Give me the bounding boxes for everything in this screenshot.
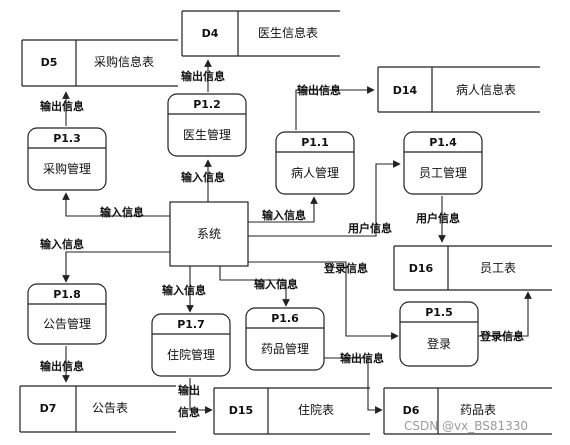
store-name: 采购信息表 (94, 54, 154, 69)
process-p13: P1.3 采购管理 (27, 127, 107, 191)
store-d6: D6 药品表 (383, 387, 552, 435)
label-in-p13: 输入信息 (100, 205, 144, 219)
process-name: 员工管理 (419, 165, 467, 180)
process-name: 登录 (427, 336, 451, 351)
edge-sys-p14 (248, 160, 401, 237)
edge-p11-d14 (295, 86, 375, 130)
store-id: D14 (393, 84, 418, 97)
label-out-d6: 输出信息 (340, 351, 384, 365)
edge-sys-p15 (248, 261, 399, 340)
store-id: D16 (409, 262, 434, 275)
process-id: P1.6 (271, 312, 299, 325)
process-name: 采购管理 (43, 161, 91, 176)
store-name: 公告表 (92, 401, 128, 415)
label-login-out: 登录信息 (323, 261, 368, 275)
label-out-d15-line1: 输出 (178, 383, 200, 397)
edge-p15-d16 (476, 291, 532, 337)
process-name: 病人管理 (291, 165, 339, 180)
store-id: D7 (40, 402, 57, 415)
edge-sys-p11 (248, 196, 318, 223)
label-in-p18: 输入信息 (40, 237, 84, 251)
store-name: 医生信息表 (258, 25, 318, 40)
process-p14: P1.4 员工管理 (403, 131, 483, 195)
label-in-p12: 输入信息 (181, 170, 225, 184)
store-d4: D4 医生信息表 (181, 10, 340, 57)
flow-labels: 输出信息 输出信息 输出信息 输入信息 输入信息 输入信息 用户信息 用户信息 … (40, 69, 524, 419)
process-name: 医生管理 (183, 127, 231, 142)
process-id: P1.3 (53, 132, 81, 145)
store-d5: D5 采购信息表 (21, 39, 178, 87)
edge-sys-p16 (219, 266, 290, 307)
process-id: P1.5 (425, 306, 453, 319)
process-p17: P1.7 住院管理 (151, 313, 231, 377)
store-d14: D14 病人信息表 (377, 66, 540, 113)
flow-edges (62, 59, 532, 414)
store-d15: D15 住院表 (213, 387, 370, 435)
store-id: D4 (202, 27, 219, 40)
label-out-d14: 输出信息 (297, 83, 341, 97)
label-out-d4: 输出信息 (181, 69, 225, 83)
system-node: 系统 (169, 201, 249, 267)
process-id: P1.2 (193, 98, 221, 111)
process-name: 公告管理 (43, 316, 91, 331)
edge-sys-p18 (62, 251, 170, 283)
store-name: 病人信息表 (456, 82, 516, 97)
label-in-p11: 输入信息 (262, 208, 306, 222)
store-d16: D16 员工表 (393, 245, 552, 291)
process-name: 住院管理 (167, 347, 215, 362)
process-id: P1.8 (53, 288, 81, 301)
label-login-in: 登录信息 (479, 329, 524, 343)
label-user-out: 用户信息 (348, 221, 392, 235)
store-name: 住院表 (298, 403, 334, 417)
process-name: 药品管理 (261, 341, 309, 356)
label-out-d5: 输出信息 (40, 99, 84, 113)
label-out-d15-line2: 信息 (178, 405, 200, 419)
store-d7: D7 公告表 (19, 385, 176, 433)
store-id: D15 (229, 404, 253, 417)
process-p16: P1.6 药品管理 (245, 307, 325, 371)
process-p15: P1.5 登录 (399, 301, 479, 367)
process-id: P1.1 (301, 136, 329, 149)
store-id: D6 (403, 404, 420, 417)
label-out-d7: 输出信息 (40, 359, 84, 373)
label-in-p17: 输入信息 (162, 283, 206, 297)
edge-sys-p13 (62, 192, 170, 217)
label-user-in: 用户信息 (416, 211, 460, 225)
process-p11: P1.1 病人管理 (275, 131, 355, 195)
store-id: D5 (41, 56, 58, 69)
watermark: CSDN @vx_BS81330 (404, 419, 528, 433)
edge-p17-d15 (189, 378, 213, 414)
process-p18: P1.8 公告管理 (27, 283, 107, 345)
store-name: 员工表 (480, 261, 516, 275)
process-p12: P1.2 医生管理 (167, 93, 247, 157)
process-id: P1.4 (429, 136, 457, 149)
store-name: 药品表 (460, 403, 496, 417)
label-in-p16: 输入信息 (254, 277, 298, 291)
system-label: 系统 (197, 227, 221, 241)
process-id: P1.7 (177, 318, 205, 331)
